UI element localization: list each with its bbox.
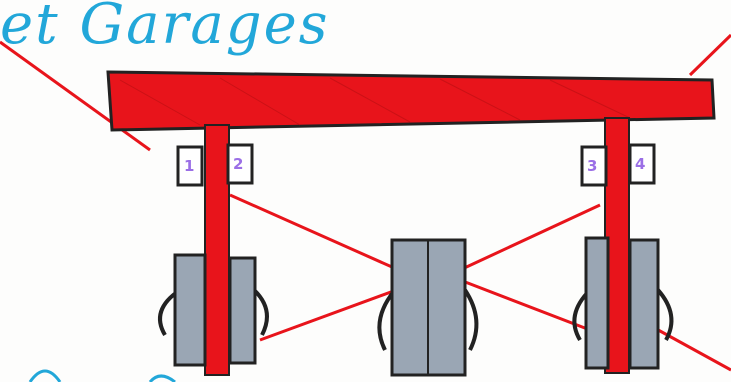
compartment-label-1: 1	[184, 157, 194, 175]
compartment-label-3: 3	[587, 157, 597, 175]
compartment-box-1: 1	[178, 147, 202, 185]
bottom-blue-scribble	[30, 371, 175, 382]
compartment-label-2: 2	[233, 155, 243, 173]
compartment-box-2: 2	[228, 145, 252, 183]
compartment-box-3: 3	[582, 147, 606, 185]
left-pillar	[205, 125, 229, 375]
compartment-box-4: 4	[630, 145, 654, 183]
compartment-label-4: 4	[635, 155, 645, 173]
center-gray-unit	[379, 240, 476, 375]
